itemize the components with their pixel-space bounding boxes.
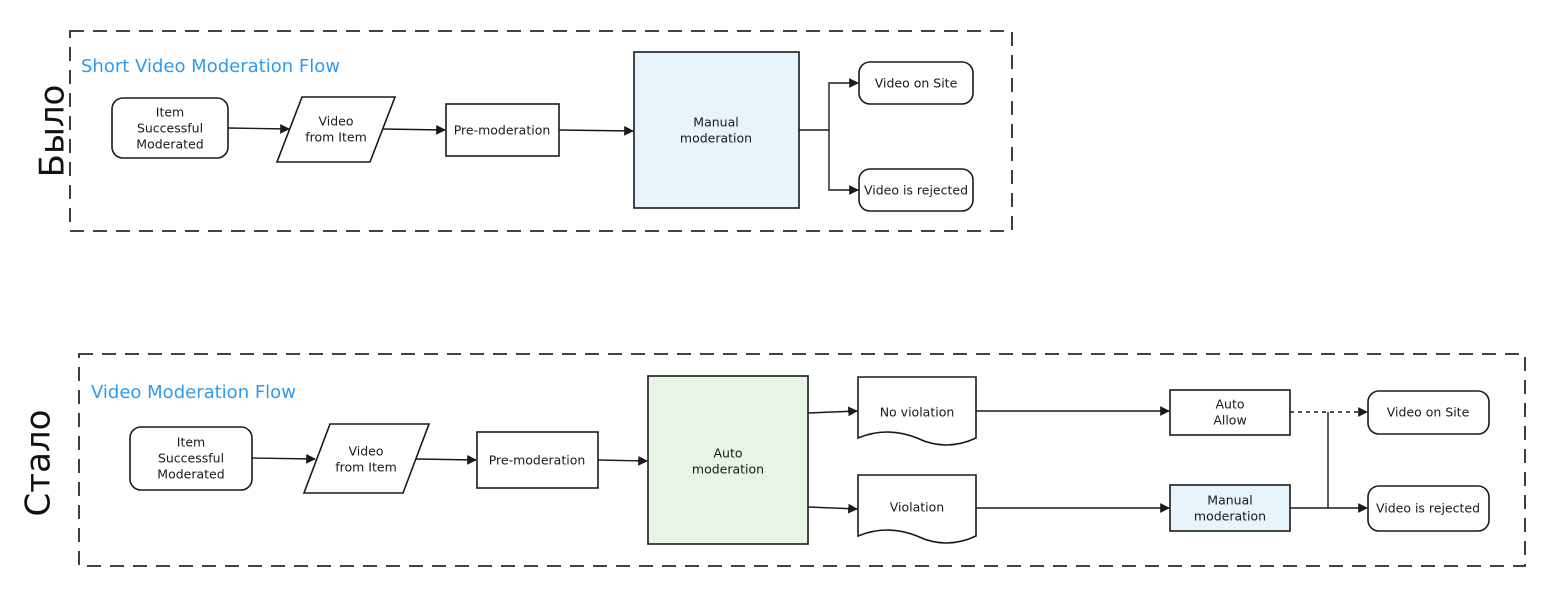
label-line: Video: [348, 444, 383, 459]
label-line: Manual: [693, 115, 738, 130]
after-edge-auto-violation: [807, 503, 858, 514]
label-line: Successful: [137, 121, 203, 136]
label-line: Item: [177, 435, 205, 450]
after-video-node: [302, 423, 431, 494]
after-edge-video-premod: [415, 454, 477, 465]
before-video-node: [275, 96, 397, 163]
before-edge-item-video: [227, 123, 290, 134]
label-line: Successful: [158, 451, 224, 466]
after-no-violation-label: No violation: [880, 405, 955, 420]
after-edge-item-video: [251, 453, 316, 464]
label-line: Video: [318, 114, 353, 129]
after-frame: [78, 353, 1526, 567]
before-site-label: Video on Site: [875, 76, 958, 91]
before-edge-premod-manual: [558, 125, 634, 136]
after-side-label: Стало: [19, 410, 59, 517]
label-line: Video is rejected: [864, 183, 968, 198]
after-rejected-node: [1367, 485, 1490, 532]
after-auto-allow-node: [1169, 389, 1291, 436]
label-line: moderation: [692, 462, 764, 477]
before-edge-video-premod: [381, 124, 446, 135]
after-site-node: [1367, 390, 1490, 435]
before-rejected-label: Video is rejected: [864, 183, 968, 198]
label-line: Video on Site: [1387, 405, 1470, 420]
before-site-node: [858, 61, 974, 105]
after-site-label: Video on Site: [1387, 405, 1470, 420]
after-manual-node: [1169, 484, 1291, 532]
after-violation-node: [857, 474, 977, 544]
before-edge-to-site: [828, 78, 859, 130]
label-line: Violation: [890, 500, 944, 515]
label-line: moderation: [680, 131, 752, 146]
label-line: Video on Site: [875, 76, 958, 91]
before-premod-label: Pre-moderation: [454, 123, 551, 138]
after-auto-node: [647, 375, 809, 545]
label-line: from Item: [305, 130, 367, 145]
label-line: Allow: [1213, 413, 1246, 428]
after-premod-node: [476, 431, 599, 489]
label-line: from Item: [335, 460, 397, 475]
before-premod-node: [445, 103, 560, 157]
after-premod-label: Pre-moderation: [489, 453, 586, 468]
label-line: Video is rejected: [1376, 501, 1480, 516]
label-line: Pre-moderation: [489, 453, 586, 468]
label-line: Item: [156, 105, 184, 120]
label-line: Auto: [713, 446, 742, 461]
after-no-violation-node: [857, 376, 977, 446]
after-title: Video Moderation Flow: [91, 382, 296, 403]
label-line: Auto: [1215, 397, 1244, 412]
label-line: moderation: [1194, 509, 1266, 524]
after-edge-auto-no-violation: [807, 406, 858, 417]
label-line: Pre-moderation: [454, 123, 551, 138]
label-line: Moderated: [136, 137, 203, 152]
after-edge-premod-auto: [597, 455, 648, 466]
before-rejected-node: [858, 168, 974, 212]
label-line: No violation: [880, 405, 955, 420]
label-line: Moderated: [157, 467, 224, 482]
after-rejected-label: Video is rejected: [1376, 501, 1480, 516]
after-violation-label: Violation: [890, 500, 944, 515]
before-frame: [69, 30, 1013, 232]
label-line: Manual: [1207, 493, 1252, 508]
before-edge-to-rejected: [828, 130, 859, 195]
before-side-label: Было: [33, 85, 73, 178]
before-title: Short Video Moderation Flow: [81, 56, 340, 77]
